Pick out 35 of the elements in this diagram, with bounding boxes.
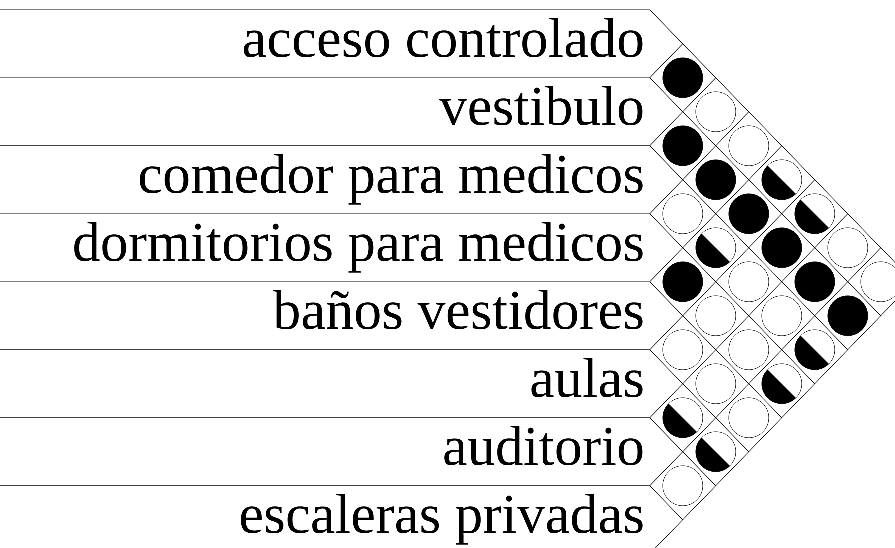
open-circle xyxy=(662,194,704,234)
open-circle xyxy=(696,92,736,132)
half-filled-circle xyxy=(794,330,836,370)
open-circle xyxy=(696,364,736,404)
solid-dot xyxy=(696,160,736,200)
half-filled-circle xyxy=(696,228,736,268)
half-filled-circle xyxy=(662,398,704,438)
half-filled-circle xyxy=(762,364,802,404)
open-circle xyxy=(662,330,704,370)
open-circle xyxy=(728,398,770,438)
open-circle xyxy=(728,330,770,370)
row-label: auditorio xyxy=(444,426,643,466)
open-circle xyxy=(762,296,802,336)
row-label: escaleras privadas xyxy=(241,494,643,545)
solid-dot xyxy=(762,228,802,268)
row-label: acceso controlado xyxy=(244,18,643,58)
open-circle xyxy=(662,466,704,506)
row-label: baños vestidores xyxy=(273,290,643,330)
solid-dot xyxy=(662,58,704,98)
solid-dot xyxy=(828,296,868,336)
half-filled-circle xyxy=(696,432,736,472)
solid-dot xyxy=(728,194,770,234)
open-circle xyxy=(728,262,770,302)
solid-dot xyxy=(662,262,704,302)
row-label: dormitorios para medicos xyxy=(74,222,643,273)
open-circle xyxy=(696,296,736,336)
solid-dot xyxy=(794,262,836,302)
open-circle xyxy=(728,126,770,166)
half-filled-circle xyxy=(762,160,802,200)
row-label: aulas xyxy=(532,358,643,398)
solid-dot xyxy=(662,126,704,166)
row-label: vestibulo xyxy=(439,86,643,126)
half-filled-circle xyxy=(794,194,836,234)
row-label: comedor para medicos xyxy=(140,154,643,205)
open-circle xyxy=(828,228,868,268)
